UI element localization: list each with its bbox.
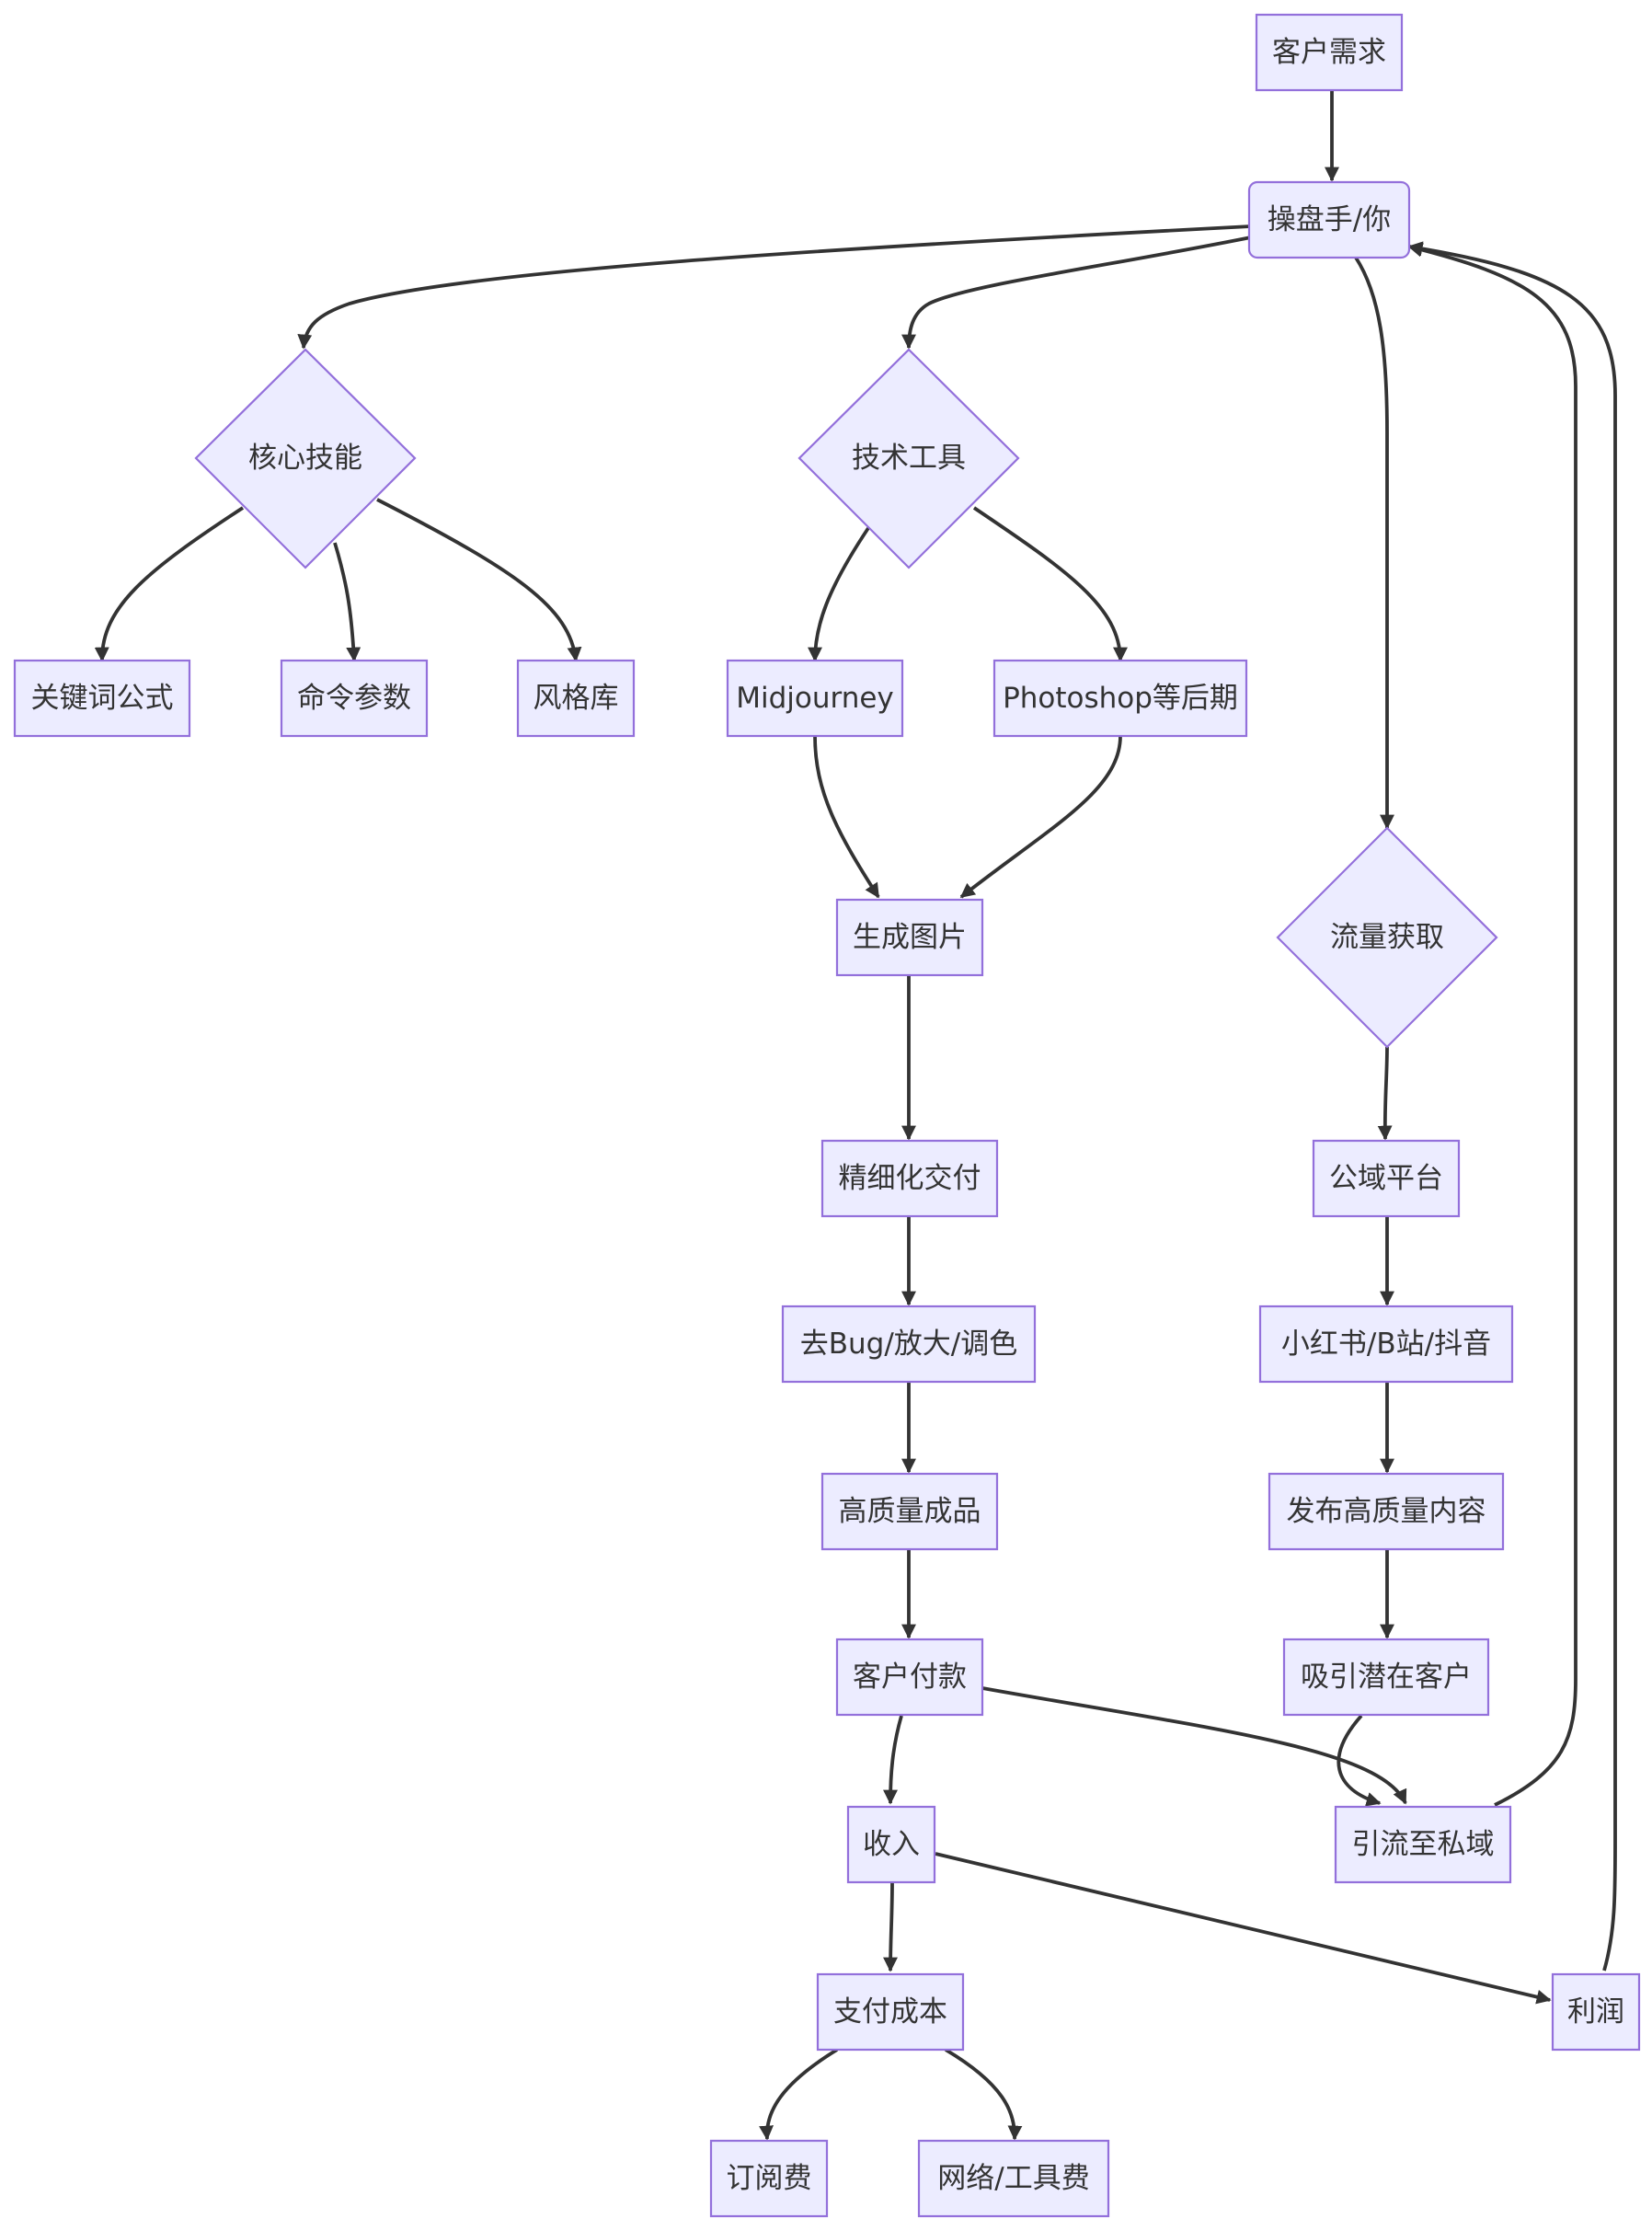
node-label: 客户付款 xyxy=(853,1661,967,1694)
node-dingyuefei: 订阅费 xyxy=(709,2139,829,2218)
node-label: 网络/工具费 xyxy=(937,2162,1089,2195)
edges xyxy=(94,90,1617,2141)
node-label: 风格库 xyxy=(533,682,619,715)
node-photoshop: Photoshop等后期 xyxy=(992,659,1248,738)
node-kehuxuqiu: 客户需求 xyxy=(1255,13,1404,92)
node-label: 技术工具 xyxy=(852,442,966,475)
node-shouru: 收入 xyxy=(846,1805,936,1884)
node-hexinjineng: 核心技能 xyxy=(194,348,417,569)
node-fenggeku: 风格库 xyxy=(516,659,636,738)
node-jishugongju: 技术工具 xyxy=(797,348,1020,569)
node-label: 去Bug/放大/调色 xyxy=(800,1328,1017,1361)
edge-hexinjineng-minglingcanshu xyxy=(333,542,361,662)
node-qubug: 去Bug/放大/调色 xyxy=(781,1305,1037,1384)
node-label: 支付成本 xyxy=(833,1995,947,2029)
nodes: 客户需求 操盘手/你 核心技能 技术工具 关键词公式 命令参数 风格库 Mid xyxy=(13,13,1641,2218)
node-label: 客户需求 xyxy=(1272,36,1386,69)
edge-shouru-lirun xyxy=(935,1852,1552,2005)
edge-liuliangguoqu-gongyupingtai xyxy=(1377,1046,1393,1141)
node-label: 流量获取 xyxy=(1330,921,1444,954)
edge-lirun-caopanshou xyxy=(1407,241,1617,1971)
node-fabu: 发布高质量内容 xyxy=(1268,1472,1505,1551)
edge-hexinjineng-guanjianci xyxy=(94,506,245,662)
node-yinliu: 引流至私域 xyxy=(1334,1805,1512,1884)
edge-caopanshou-jishugongju xyxy=(901,236,1252,350)
node-label: 吸引潜在客户 xyxy=(1301,1661,1472,1694)
edge-zhifuchengben-wangluo xyxy=(945,2048,1023,2141)
node-minglingcanshu: 命令参数 xyxy=(280,659,429,738)
node-label: 引流至私域 xyxy=(1352,1828,1495,1861)
node-liuliangguoqu: 流量获取 xyxy=(1276,826,1498,1049)
node-label: 核心技能 xyxy=(248,442,362,475)
edge-photoshop-shengchengtupian xyxy=(959,735,1122,899)
node-gaozhiliang: 高质量成品 xyxy=(820,1472,999,1551)
node-gongyupingtai: 公域平台 xyxy=(1312,1139,1461,1218)
node-midjourney: Midjourney xyxy=(726,659,904,738)
node-guanjianci: 关键词公式 xyxy=(13,659,191,738)
node-caopanshou: 操盘手/你 xyxy=(1247,180,1411,259)
edge-yinliu-caopanshou xyxy=(1407,242,1577,1807)
node-zhifuchengben: 支付成本 xyxy=(816,1972,965,2052)
node-lirun: 利润 xyxy=(1551,1972,1641,2052)
node-label: 订阅费 xyxy=(727,2162,812,2195)
node-label: 发布高质量内容 xyxy=(1287,1495,1486,1528)
node-label: 命令参数 xyxy=(297,682,411,715)
node-label: 关键词公式 xyxy=(31,682,174,715)
node-shengchengtupian: 生成图片 xyxy=(835,898,984,977)
node-label: 精细化交付 xyxy=(839,1162,981,1195)
node-label: Photoshop等后期 xyxy=(1003,682,1238,715)
node-label: 公域平台 xyxy=(1329,1162,1443,1195)
node-label: 高质量成品 xyxy=(839,1495,981,1528)
node-wangluo: 网络/工具费 xyxy=(917,2139,1110,2218)
node-xiyin: 吸引潜在客户 xyxy=(1282,1638,1490,1717)
edge-caopanshou-hexinjineng xyxy=(297,224,1252,350)
node-xiaohongshu: 小红书/B站/抖音 xyxy=(1258,1305,1514,1384)
node-label: 小红书/B站/抖音 xyxy=(1281,1328,1491,1361)
node-label: 操盘手/你 xyxy=(1268,203,1391,236)
node-label: 生成图片 xyxy=(853,921,967,954)
node-kehufukuan: 客户付款 xyxy=(835,1638,984,1717)
edge-hexinjineng-fenggeku xyxy=(376,498,582,662)
node-label: 收入 xyxy=(863,1828,920,1861)
node-label: 利润 xyxy=(1567,1995,1624,2029)
edge-midjourney-shengchengtupian xyxy=(813,735,880,899)
edge-xiyin-yinliu xyxy=(1337,1714,1382,1807)
edge-kehufukuan-yinliu xyxy=(981,1686,1407,1805)
edge-jishugongju-midjourney xyxy=(808,526,870,662)
edge-kehufukuan-shouru xyxy=(883,1715,903,1805)
node-label: Midjourney xyxy=(736,682,894,715)
edge-jishugongju-photoshop xyxy=(972,506,1128,662)
edge-zhifuchengben-dingyuefei xyxy=(759,2048,838,2141)
edge-caopanshou-liuliangguoqu xyxy=(1354,256,1394,830)
edge-shouru-zhifuchengben xyxy=(883,1881,898,1972)
node-jingxihua: 精细化交付 xyxy=(820,1139,999,1218)
